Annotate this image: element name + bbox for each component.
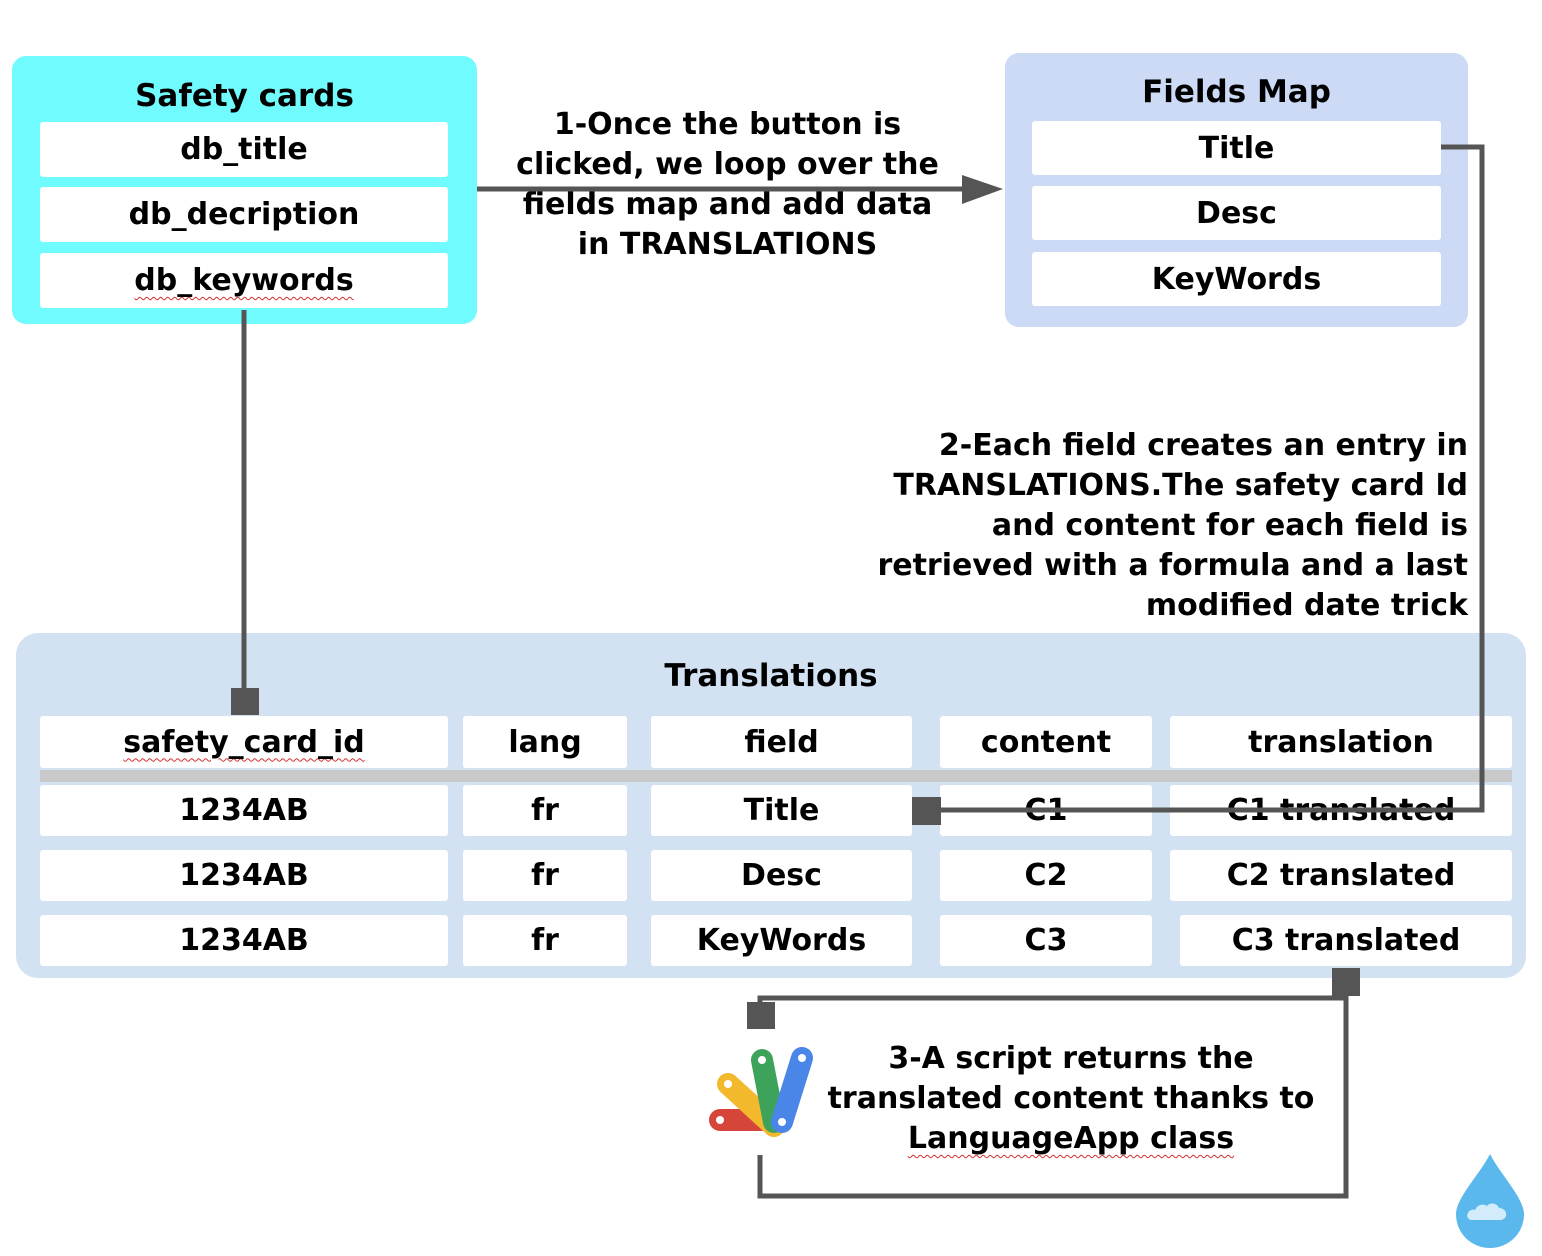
fields-map-desc-field: Desc [1032,186,1441,240]
fields-map-title: Fields Map [1142,74,1331,110]
step3-line: LanguageApp class [907,1121,1235,1156]
safety-cards-title: Safety cards [135,78,354,114]
row2-lang: fr [463,850,627,901]
safety-field-db-title: db_title [40,122,448,177]
step3-connector-end [747,1002,775,1029]
row2-safety-card-id: 1234AB [40,850,448,901]
step3-line-wrap: LanguageApp class [825,1119,1317,1159]
row3-safety-card-id: 1234AB [40,915,448,966]
step1-note: 1-Once the button is clicked, we loop ov… [500,105,955,265]
step1-arrow-head [962,175,1003,204]
row1-lang: fr [463,785,627,836]
step2-line: TRANSLATIONS.The safety card Id [893,468,1468,503]
header-safety-card-id: safety_card_id [123,724,365,760]
header-lang: lang [463,716,627,768]
row2-translation: C2 translated [1170,850,1512,901]
translations-title: Translations [664,658,878,694]
row2-content: C2 [940,850,1152,901]
row3-field: KeyWords [651,915,912,966]
step3-line: translated content thanks to [827,1081,1315,1116]
step3-line: 3-A script returns the [888,1041,1254,1076]
safety-id-connector-end [231,688,259,715]
step2-line: retrieved with a formula and a last [877,548,1468,583]
step2-connector [940,144,1485,813]
step3-top-line [757,995,1346,1005]
step3-return-line [757,996,1349,1199]
water-droplet-logo-icon [1456,1154,1524,1248]
row1-field: Title [651,785,912,836]
row3-content: C3 [940,915,1152,966]
fields-map-keywords-field: KeyWords [1032,252,1441,306]
google-apps-script-icon [709,1047,813,1137]
step2-line: 2-Each field creates an entry in [938,428,1468,463]
header-safety-card-id-cell: safety_card_id [40,716,448,768]
row3-translation: C3 translated [1180,915,1512,966]
header-translation: translation [1170,716,1512,768]
step2-line: modified date trick [1145,588,1468,623]
step1-line: in TRANSLATIONS [577,227,878,262]
header-field: field [651,716,912,768]
fields-map-title-field: Title [1032,121,1441,175]
step3-note: 3-A script returns the translated conten… [825,1039,1317,1159]
row2-field: Desc [651,850,912,901]
safety-field-db-decription: db_decription [40,187,448,242]
safety-field-db-keywords: db_keywords [134,263,354,298]
step3-connector-start [1332,968,1360,996]
step2-note: 2-Each field creates an entry in TRANSLA… [860,426,1468,626]
step1-line: fields map and add data [522,187,933,222]
safety-field-db-keywords-cell: db_keywords [40,253,448,308]
header-divider [40,770,1512,782]
step1-line: clicked, we loop over the [516,147,939,182]
step2-line: and content for each field is [991,508,1468,543]
row1-safety-card-id: 1234AB [40,785,448,836]
step1-line: 1-Once the button is [553,107,902,142]
header-content: content [940,716,1152,768]
step2-connector-end [912,797,941,825]
row3-lang: fr [463,915,627,966]
